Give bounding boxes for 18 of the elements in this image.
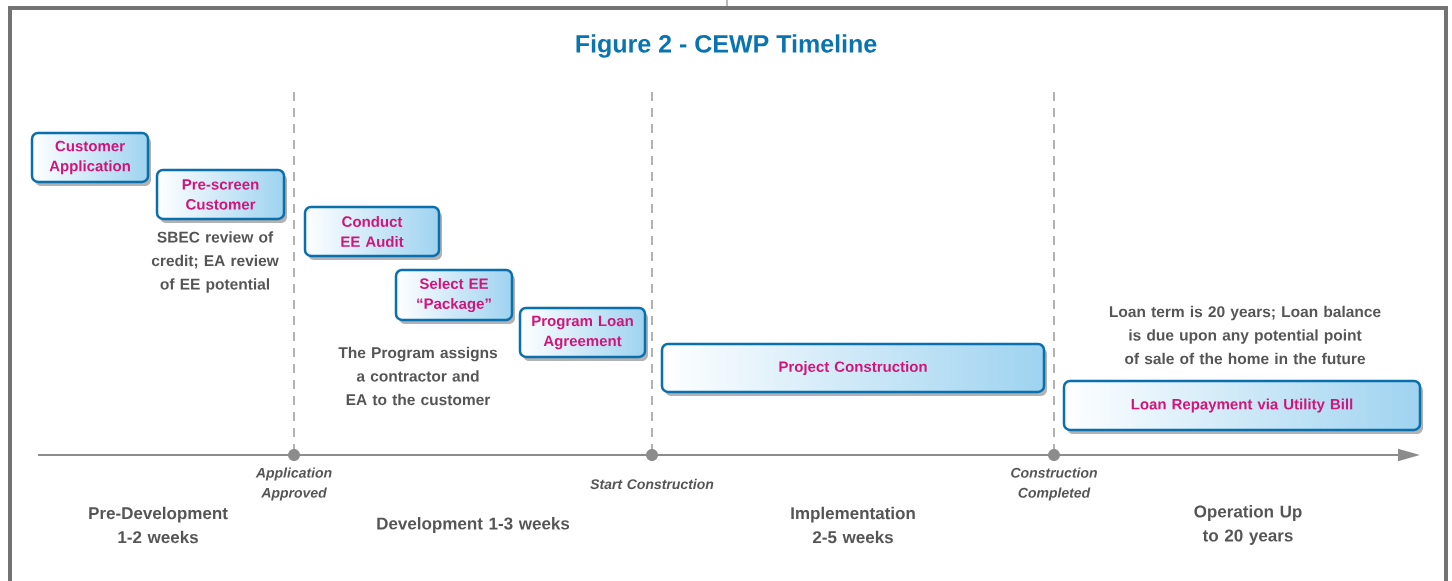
step-box: Select EE “Package”	[394, 268, 515, 324]
milestone-label: Application Approved	[255, 467, 332, 501]
step-box: Loan Repayment via Utility Bill	[1062, 379, 1423, 434]
milestone-label: Start Construction	[590, 478, 714, 490]
step-box: Customer Application	[30, 131, 151, 186]
note-text: SBEC review of credit; EA review of EE potential	[151, 231, 279, 293]
step-box: Pre-screen Customer	[155, 168, 287, 223]
step-box: Project Construction	[660, 342, 1047, 396]
step-box: Program Loan Agreement	[518, 306, 648, 361]
phase-label: Pre-Development 1-2 weeks	[89, 506, 228, 544]
note-text: Loan term is 20 years; Loan balance is due upon any potential point of sale of the home in the future	[1109, 305, 1381, 365]
note-text: The Program assigns a contractor and EA to the customer	[338, 346, 498, 406]
phase-label: Implementation 2-5 weeks	[791, 506, 915, 544]
title: Figure 2 - CEWP Timeline	[576, 34, 877, 58]
milestone-label: Construction Completed	[1011, 467, 1097, 501]
step-box: Conduct EE Audit	[303, 205, 442, 260]
phase-label: Development 1-3 weeks	[377, 517, 570, 533]
phase-label: Operation Up to 20 years	[1194, 505, 1302, 545]
